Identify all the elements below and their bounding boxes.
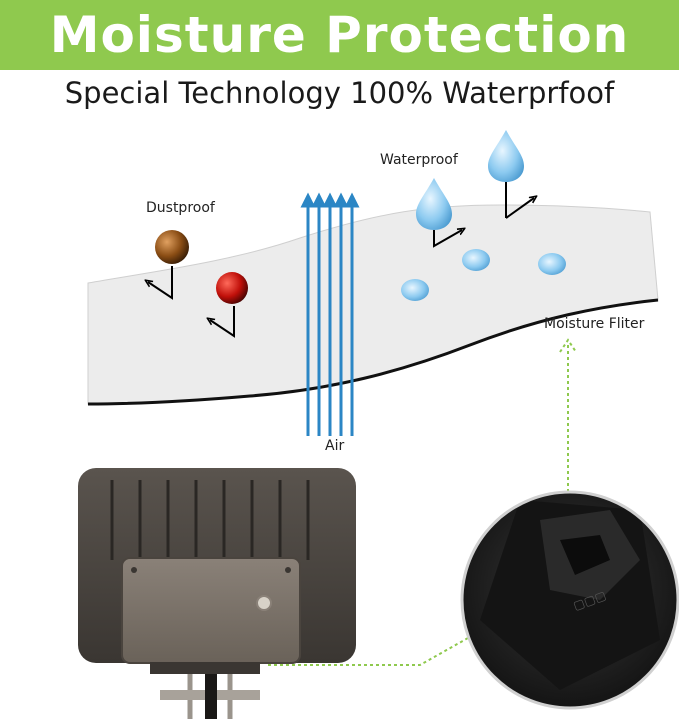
subtitle: Special Technology 100% Waterprfoof (64, 76, 615, 110)
air-label: Air (325, 438, 345, 454)
waterproof-label: Waterproof (380, 152, 458, 168)
title-banner: Moisture Protection (0, 0, 679, 70)
filter-closeup: ▢▢▢ (460, 490, 679, 710)
air-arrows (300, 192, 360, 436)
banner-title: Moisture Protection (49, 6, 630, 64)
light-fixture (78, 468, 356, 719)
water-drop-1 (416, 178, 462, 248)
water-beads (401, 249, 566, 301)
dustproof-label: Dustproof (146, 200, 215, 216)
leader-line (268, 338, 577, 666)
water-drop-2 (488, 130, 534, 219)
dust-particle-red (210, 272, 248, 338)
dust-particle-brown (148, 230, 189, 300)
membrane-sheet (87, 204, 659, 406)
moisture-filter-label: Moisture Fliter (544, 316, 645, 332)
